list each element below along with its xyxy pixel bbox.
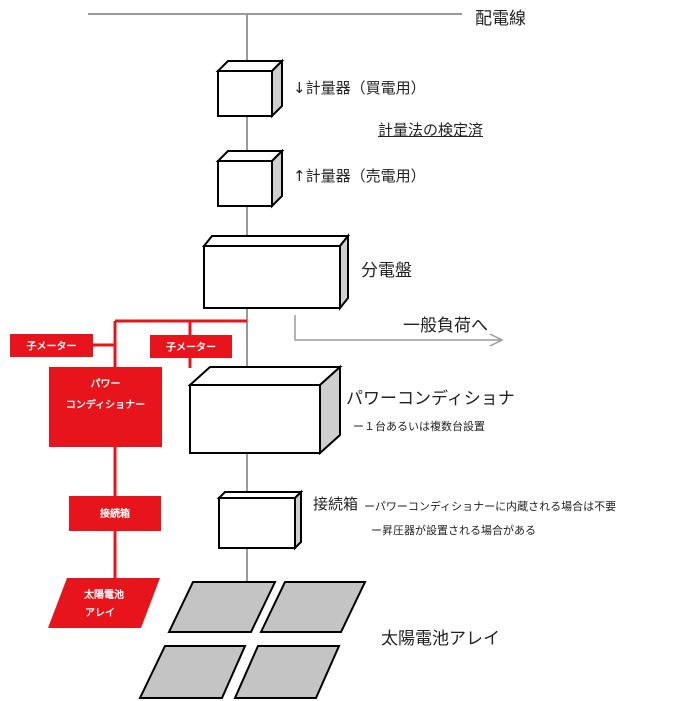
red-power-conditioner: パワー コンディショナー — [49, 367, 162, 447]
solar-panel — [167, 581, 277, 633]
solar-array-label: 太陽電池アレイ — [381, 629, 500, 649]
red-submeter-right-label: 子メーター — [166, 342, 216, 354]
red-submeter-right: 子メーター — [150, 335, 232, 358]
distribution-board-label: 分電盤 — [361, 261, 412, 281]
red-power-conditioner-label-1: パワー — [91, 378, 121, 390]
red-submeter-left-label: 子メーター — [27, 341, 77, 353]
power-conditioner-note: ー１台あるいは複数台設置 — [353, 420, 485, 433]
red-junction-box: 接続箱 — [69, 496, 161, 531]
solar-panel — [233, 645, 341, 699]
general-load-label: 一般負荷へ — [403, 316, 488, 336]
junction-box-note-1: ーパワーコンディショナーに内蔵される場合は不要 — [364, 500, 617, 513]
red-power-conditioner-label-2: コンディショナー — [66, 398, 145, 411]
red-junction-box-label: 接続箱 — [100, 507, 130, 520]
distribution-board-box — [201, 233, 351, 311]
junction-box-note-2: ー昇圧器が設置される場合がある — [371, 524, 536, 537]
general-load-line — [294, 315, 500, 341]
metrology-certified-label: 計量法の検定済 — [378, 121, 484, 139]
general-load-arrowhead — [489, 333, 504, 347]
junction-box — [216, 489, 304, 551]
solar-panel — [138, 645, 247, 699]
red-solar-array-label-2: アレイ — [85, 607, 115, 619]
power-conditioner-label: パワーコンディショナ — [346, 389, 515, 409]
distribution-line-label: 配電線 — [475, 9, 526, 29]
power-conditioner-box — [187, 364, 343, 456]
solar-array-panels — [138, 581, 367, 699]
meter-buy-label: ↓計量器（買電用） — [293, 79, 426, 97]
solar-panel — [259, 581, 367, 633]
red-submeter-left: 子メーター — [10, 334, 93, 357]
red-solar-array-label-1: 太陽電池 — [83, 588, 124, 601]
meter-sell-box — [215, 148, 285, 209]
red-solar-array: 太陽電池 アレイ — [48, 578, 160, 628]
junction-box-label: 接続箱 — [313, 495, 359, 513]
meter-buy-box — [215, 58, 285, 119]
meter-sell-label: ↑計量器（売電用） — [293, 167, 426, 185]
red-wiring — [93, 319, 247, 578]
